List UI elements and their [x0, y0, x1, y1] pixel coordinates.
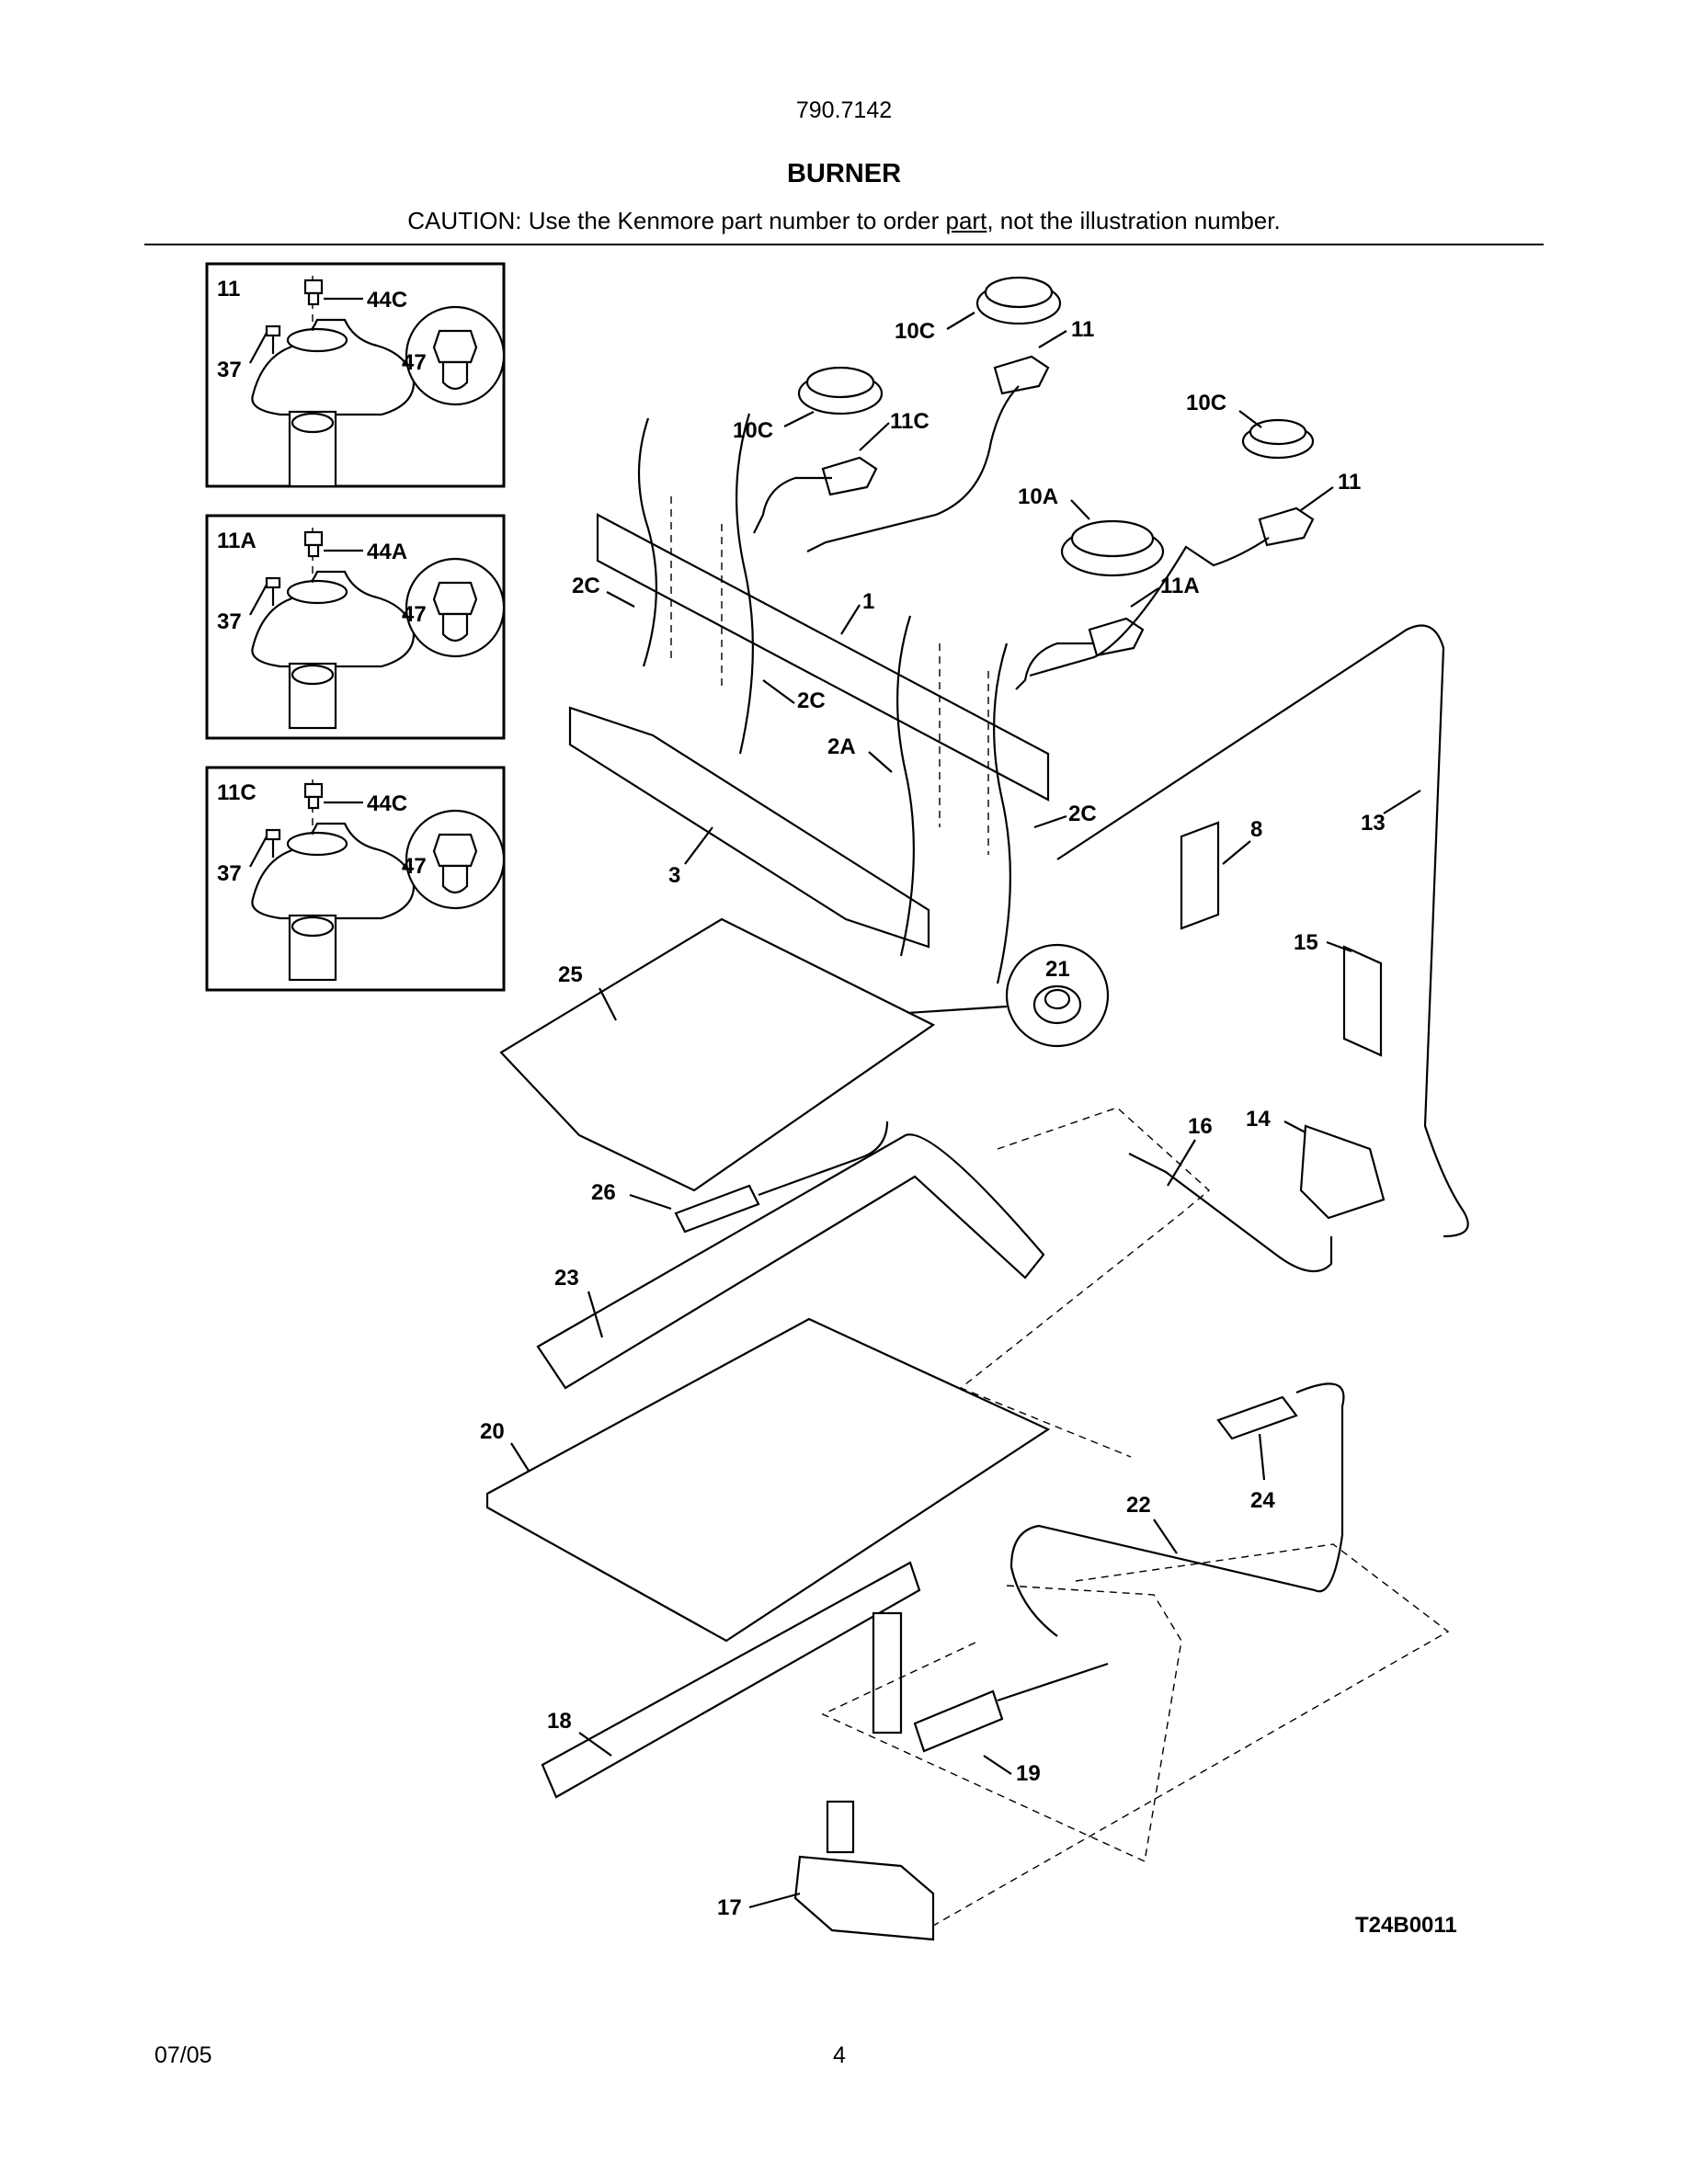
- burner-heads: [797, 276, 1315, 577]
- callout-label: 8: [1250, 817, 1262, 842]
- inset-screw-label: 37: [217, 609, 242, 634]
- callout-leaders: [510, 312, 1421, 1909]
- burner-head-10a: [1060, 519, 1165, 577]
- safety-valve-24: [1216, 1395, 1298, 1440]
- callout-label: 13: [1361, 811, 1386, 836]
- burner-bases: [821, 355, 1315, 657]
- gas-lines-lower: [1009, 1153, 1345, 1637]
- inset-orifice-label: 47: [402, 854, 427, 879]
- inset-valve-drawing: [251, 276, 416, 488]
- callout-label: 18: [547, 1709, 572, 1734]
- callout-label: 20: [480, 1419, 505, 1444]
- callout-label: 10A: [1018, 484, 1058, 509]
- inset-orifice-drawing: [432, 581, 478, 643]
- bake-igniter-19: [913, 1662, 1109, 1753]
- callout-label: 2A: [827, 734, 856, 759]
- bake-burner-18: [541, 1561, 921, 1799]
- burner-head-10c-top: [975, 276, 1062, 325]
- gas-tubes: [753, 385, 1469, 1238]
- inset-cap-drawing: [303, 530, 324, 558]
- inset-valve-drawing: [251, 528, 416, 730]
- callout-label: 11: [1338, 470, 1361, 495]
- inset-part-label: 11: [217, 277, 240, 301]
- inset-orifice-drawing: [432, 833, 478, 894]
- callout-label: 19: [1016, 1761, 1041, 1786]
- callout-label: 15: [1294, 930, 1318, 955]
- inset-cap-label: 44A: [367, 540, 407, 564]
- broil-burner-23: [536, 1133, 1045, 1390]
- caution-text-before: CAUTION: Use the Kenmore part number to …: [407, 207, 946, 234]
- inset-screw-label: 37: [217, 861, 242, 886]
- oven-baffle-20: [485, 1317, 1051, 1643]
- inset-cap-label: 44C: [367, 791, 407, 816]
- callout-label: 3: [668, 863, 680, 888]
- callout-label: 26: [591, 1180, 616, 1205]
- inset-part-label: 11C: [217, 780, 257, 805]
- callout-label: 17: [717, 1895, 742, 1920]
- callout-label: 10C: [733, 418, 773, 443]
- inset-part-label: 11A: [217, 529, 257, 553]
- manifold-assembly: [568, 413, 1050, 984]
- inset-box-11: 11 44C 37 47: [205, 262, 506, 488]
- oven-valve-17: [793, 1800, 935, 1941]
- footer-date: 07/05: [154, 2042, 212, 2068]
- circle-callout-21: [722, 943, 1110, 1048]
- model-number: 790.7142: [795, 97, 893, 123]
- inset-orifice-drawing: [432, 329, 478, 391]
- callout-label: 22: [1126, 1493, 1151, 1518]
- caution-underlined-word: part: [945, 207, 987, 234]
- callout-label: 16: [1188, 1114, 1213, 1139]
- broil-heat-shield-25: [499, 917, 936, 1192]
- callout-label: 11C: [890, 409, 930, 434]
- callout-label: 2C: [1068, 802, 1097, 826]
- callout-label: 10C: [895, 319, 935, 344]
- inset-screw-drawing: [265, 324, 281, 354]
- burner-base-11a: [1088, 617, 1145, 657]
- callout-label: 24: [1250, 1488, 1275, 1513]
- callout-label: 1: [862, 589, 874, 614]
- section-title: BURNER: [786, 159, 902, 188]
- oven-igniter-26: [674, 1120, 889, 1234]
- inset-screw-drawing: [265, 828, 281, 858]
- inset-box-11a: 11A 44A 37 47: [205, 514, 506, 740]
- inset-cap-drawing: [303, 279, 324, 306]
- dashed-assembly-guides: [821, 1107, 1450, 1927]
- callout-label: 14: [1246, 1107, 1271, 1132]
- inset-screw-drawing: [265, 576, 281, 606]
- inset-cap-label: 44C: [367, 288, 407, 313]
- inset-screw-label: 37: [217, 358, 242, 382]
- regulator-bracket: [1342, 945, 1383, 1057]
- valve-screws: [670, 496, 989, 855]
- drawing-code: T24B0011: [1355, 1913, 1457, 1938]
- callout-label: 2C: [572, 574, 600, 598]
- inset-orifice-label: 47: [402, 350, 427, 375]
- callout-label: 11: [1071, 317, 1094, 342]
- callout-labels: 10C 11 10C 11C 10C 11 10A 11A 2C 1 2C 2A…: [480, 317, 1386, 1920]
- callout-label: 10C: [1186, 391, 1226, 415]
- inset-valve-drawing: [251, 779, 416, 982]
- manifold-pipe: [568, 706, 930, 949]
- header-rule: [144, 244, 1544, 245]
- burner-head-10c-left: [797, 366, 884, 415]
- callout-label: 2C: [797, 688, 826, 713]
- inset-box-11c: 11C 44C 37 47: [205, 766, 506, 992]
- callout-label: 25: [558, 962, 583, 987]
- callout-label: 11A: [1160, 574, 1200, 598]
- tube-16: [1128, 1153, 1333, 1273]
- oven-pressure-regulator-14: [1299, 1124, 1386, 1220]
- burner-base-11-top: [993, 355, 1050, 395]
- caution-text-after: , not the illustration number.: [987, 207, 1281, 234]
- footer-page-number: 4: [833, 2042, 846, 2068]
- burner-head-10c-right: [1241, 418, 1315, 460]
- callout-label: 21: [1045, 957, 1070, 982]
- tube-22: [1009, 1382, 1345, 1637]
- callout-label: 23: [554, 1266, 579, 1291]
- inset-orifice-label: 47: [402, 602, 427, 627]
- inset-cap-drawing: [303, 782, 324, 810]
- burner-base-11c: [821, 456, 878, 496]
- caution-note: CAUTION: Use the Kenmore part number to …: [0, 207, 1688, 235]
- ignition-module: [1180, 821, 1383, 1057]
